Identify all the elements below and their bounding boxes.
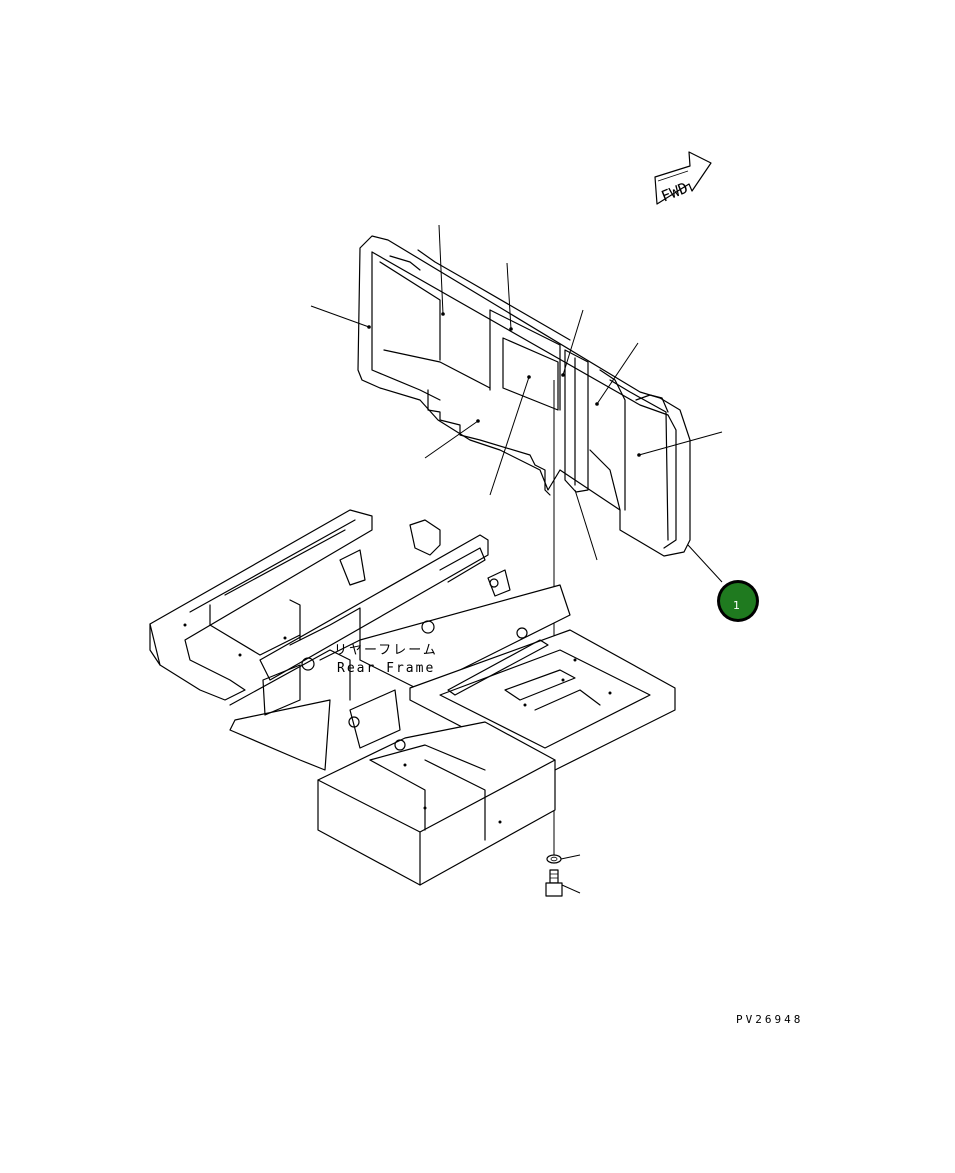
part-callout-badge[interactable]: 1 xyxy=(717,580,759,622)
upper-cover-panel xyxy=(357,235,691,557)
rear-frame-label: リヤーフレーム Rear Frame xyxy=(334,643,438,676)
fwd-label: FWD xyxy=(659,179,691,206)
callout-number: 1 xyxy=(733,599,740,612)
drawing-code: PV26948 xyxy=(736,1013,803,1026)
rear-frame-label-en: Rear Frame xyxy=(337,661,435,676)
fwd-arrow: FWD xyxy=(654,151,712,206)
rear-frame-label-jp: リヤーフレーム xyxy=(334,643,438,658)
rear-frame xyxy=(149,509,676,886)
washer xyxy=(546,854,581,864)
bolt xyxy=(545,869,581,897)
leader-lines xyxy=(310,224,723,583)
